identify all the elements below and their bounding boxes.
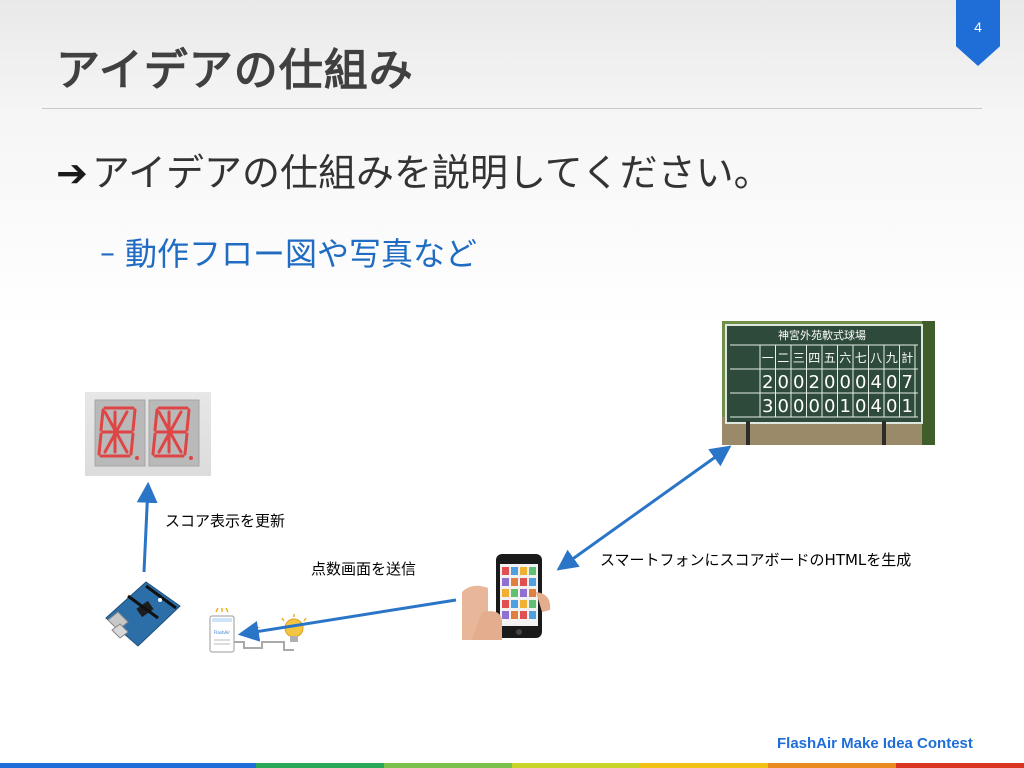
contest-name: FlashAir Make Idea Contest	[777, 735, 973, 752]
scoreboard-cell: 0	[855, 396, 866, 417]
segment-display-image	[85, 392, 211, 476]
scoreboard-cell: 四	[808, 351, 820, 365]
label-generate-html: スマートフォンにスコアボードのHTMLを生成	[600, 551, 912, 569]
smartphone-image	[462, 552, 556, 640]
slide-title: アイデアの仕組み	[56, 45, 414, 96]
scoreboard-cell: 八	[870, 351, 882, 365]
scoreboard-cell: 0	[855, 372, 866, 393]
bullet-main-text: アイデアの仕組みを説明してください。	[91, 151, 772, 195]
footer-stripe	[128, 763, 256, 768]
scoreboard-cell: 3	[762, 396, 773, 417]
scoreboard-cell: 一	[762, 351, 774, 365]
scoreboard-cell: 2	[762, 372, 773, 393]
scoreboard-cell: 4	[871, 396, 882, 417]
scoreboard-cell: 0	[793, 396, 804, 417]
scoreboard-cell: 五	[824, 351, 836, 365]
scoreboard-cell: 0	[886, 396, 897, 417]
scoreboard-cell: 0	[793, 372, 804, 393]
scoreboard-cell: 二	[777, 351, 789, 365]
scoreboard-cell: 0	[809, 396, 820, 417]
scoreboard-cell: 0	[840, 372, 851, 393]
arduino-board-image	[98, 578, 182, 650]
scoreboard-cell: 1	[902, 396, 913, 417]
scoreboard-cell: 4	[871, 372, 882, 393]
scoreboard-cell: 計	[901, 350, 913, 365]
page-number: 4	[974, 19, 982, 35]
scoreboard-cell: 九	[886, 351, 898, 365]
scoreboard-cell: 0	[778, 396, 789, 417]
scoreboard-cell: 2	[809, 372, 820, 393]
footer-stripe	[896, 763, 1024, 768]
arrow-bullet-icon: ➔	[56, 151, 88, 195]
bullet-sub-text: 動作フロー図や写真など	[125, 235, 478, 273]
footer-stripe	[0, 763, 128, 768]
bullet-sub: – 動作フロー図や写真など	[100, 238, 477, 270]
footer-stripe	[384, 763, 512, 768]
title-divider	[42, 108, 982, 109]
label-update-score: スコア表示を更新	[165, 512, 286, 530]
scoreboard-cell: 三	[793, 351, 805, 365]
scoreboard-cell: 0	[886, 372, 897, 393]
footer-stripe	[640, 763, 768, 768]
scoreboard-title: 神宮外苑軟式球場	[778, 328, 866, 342]
scoreboard-cell: 六	[839, 351, 851, 365]
scoreboard-cell: 1	[840, 396, 851, 417]
label-send-score: 点数画面を送信	[311, 560, 417, 578]
scoreboard-cell: 0	[824, 372, 835, 393]
scoreboard-cell: 0	[778, 372, 789, 393]
scoreboard-cell: 7	[902, 372, 913, 393]
flashair-card-image: FlashAir	[204, 607, 310, 656]
footer-color-bar	[0, 763, 1024, 768]
footer-stripe	[768, 763, 896, 768]
arrow-update-display	[136, 481, 158, 573]
arrow-send-to-flashair	[237, 598, 457, 642]
scoreboard-cell: 0	[824, 396, 835, 417]
flashair-card-label: FlashAir	[214, 630, 230, 635]
bullet-sub-dash: –	[100, 236, 115, 271]
arrow-phone-scoreboard	[556, 445, 732, 571]
bullet-main: ➔ アイデアの仕組みを説明してください。	[56, 154, 772, 192]
footer-stripe	[512, 763, 640, 768]
footer-stripe	[256, 763, 384, 768]
scoreboard-cell: 七	[855, 351, 867, 365]
